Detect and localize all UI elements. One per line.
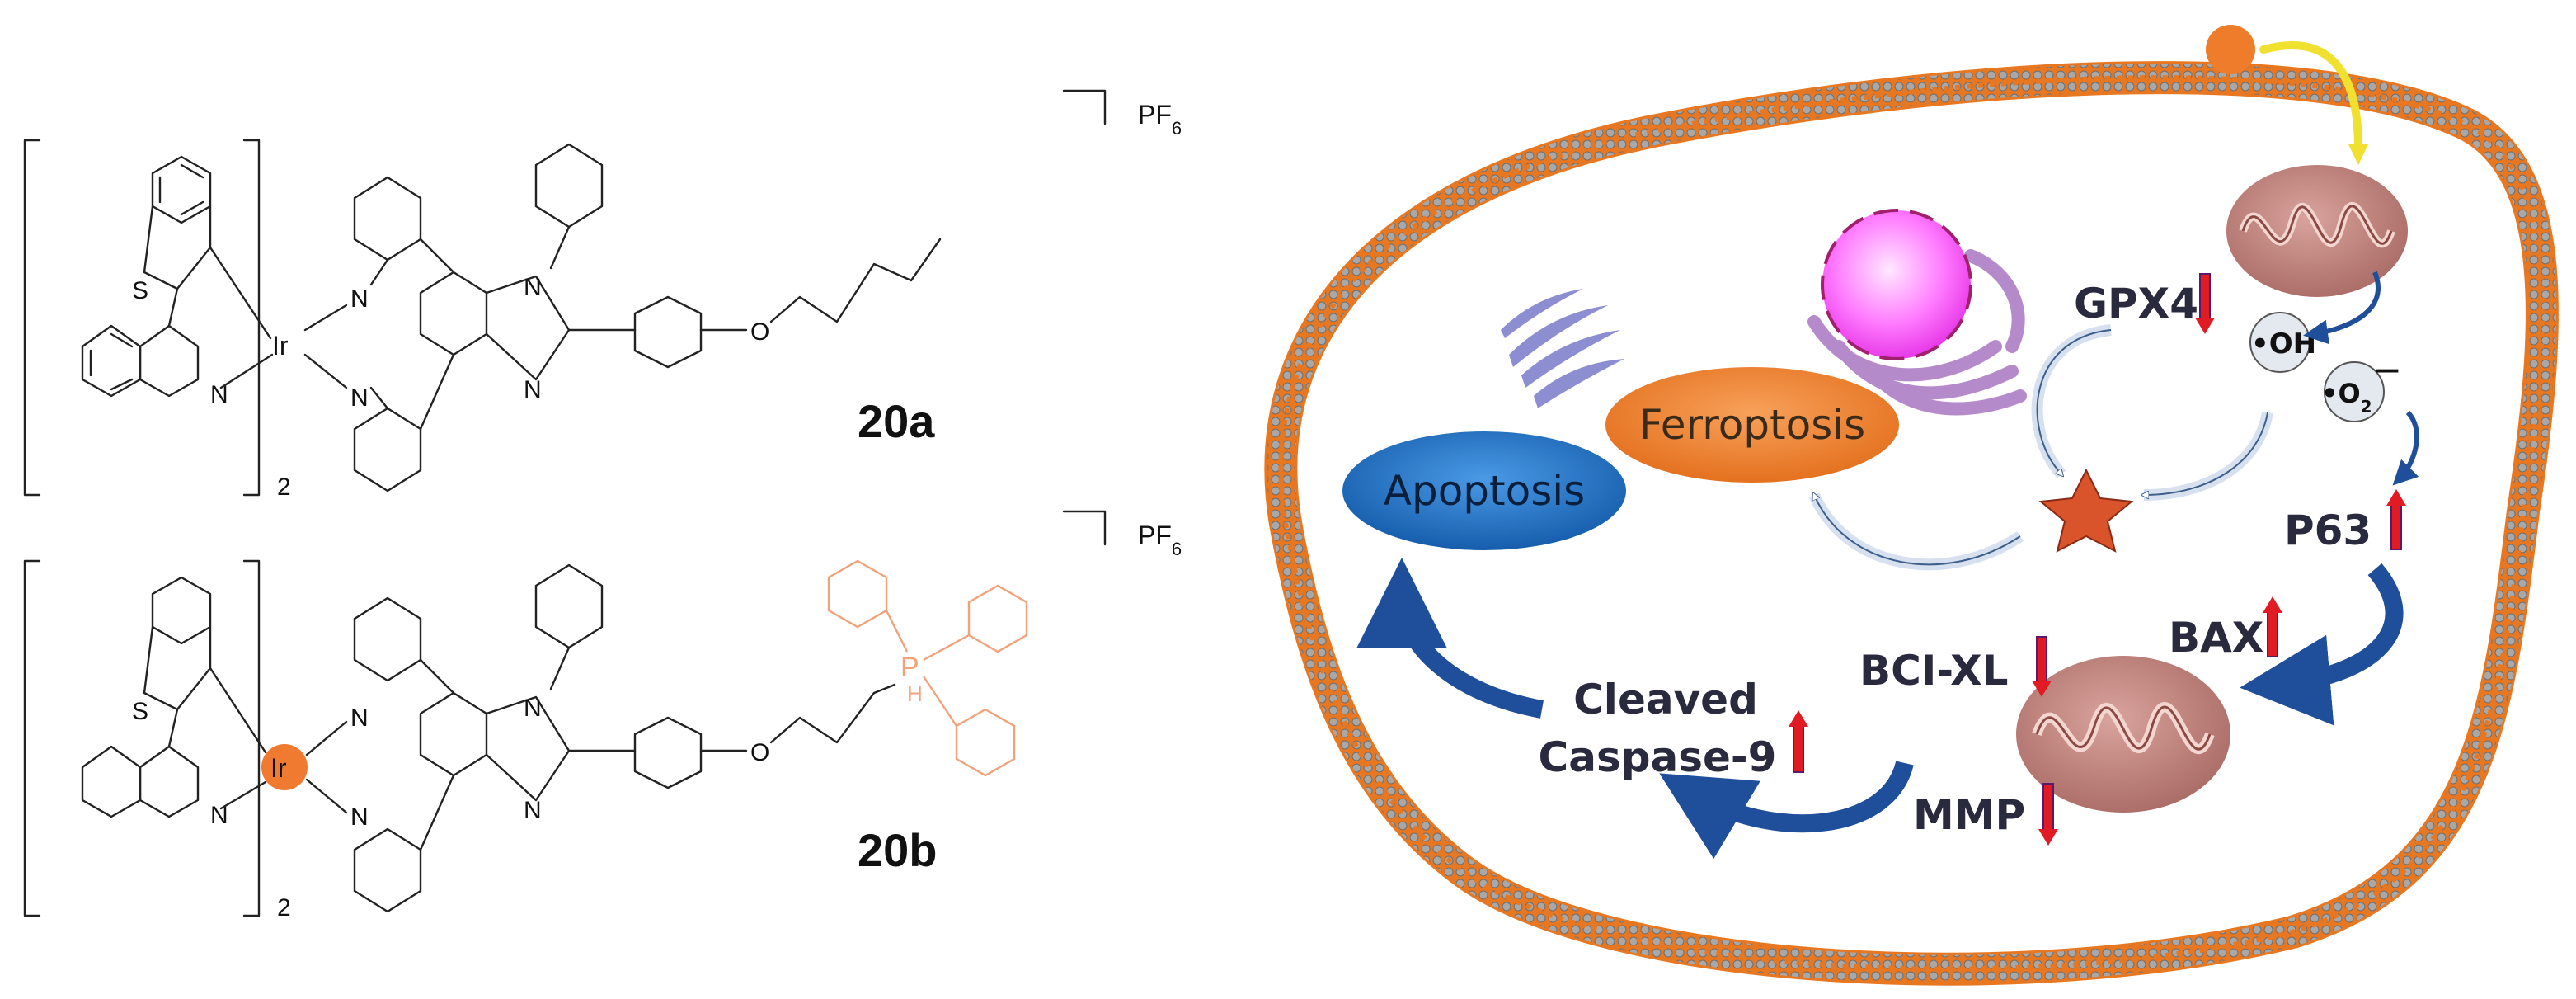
- bax-up-arrow-head: [2263, 596, 2282, 613]
- iridium-highlight: [261, 744, 308, 790]
- counter-ion-bottom: PF6: [1138, 521, 1182, 559]
- atom-o-bottom: O: [750, 739, 769, 766]
- caspase9-up-arrow: [1793, 723, 1804, 773]
- atom-ir-bottom: Ir: [270, 753, 287, 783]
- mito-to-oh-arrow: [2303, 271, 2381, 345]
- bclxl-down-arrow: [2036, 636, 2047, 684]
- atom-s-bottom: S: [132, 698, 148, 725]
- gpx4-down-arrow-head: [2195, 318, 2215, 334]
- superoxide-charge: —: [2375, 356, 2400, 384]
- compound-label-20b: 20b: [858, 824, 938, 876]
- hydroxyl-radical-label: •OH: [2251, 328, 2316, 360]
- atom-o-top: O: [750, 318, 769, 346]
- mito-to-caspase-arrow: [1659, 760, 1914, 860]
- mmp-down-arrow: [2042, 783, 2054, 832]
- atom-n-top-imid1: N: [524, 274, 542, 301]
- p63-to-mito-arrow: [2240, 563, 2404, 726]
- bax-up-arrow: [2267, 610, 2278, 657]
- golgi-stack: [1501, 289, 1624, 408]
- lysosome: [1821, 209, 1972, 360]
- atom-n-bottom-imid1: N: [524, 695, 542, 722]
- caspase-to-apoptosis-arrow: [1356, 558, 1544, 719]
- p63-up-arrow-head: [2386, 489, 2406, 506]
- star-to-ferroptosis-arrow: [1808, 492, 2024, 571]
- atom-n-bottom-phen1: N: [350, 704, 369, 732]
- chemical-structures: 2 S N Ir N N N N: [23, 89, 1182, 921]
- bclxl-label: BCI-XL: [1859, 647, 2009, 695]
- atom-n-bottom-imid2: N: [524, 797, 542, 824]
- atom-s-top: S: [132, 277, 148, 304]
- counter-ion-top: PF6: [1138, 100, 1182, 139]
- lipid-peroxide-star: [2038, 468, 2134, 553]
- apoptosis-label: Apoptosis: [1384, 467, 1585, 515]
- atom-n-top-imid2: N: [524, 376, 542, 403]
- caspase9-label: Caspase-9: [1539, 733, 1777, 781]
- gpx4-label: GPX4: [2074, 280, 2198, 328]
- bracket-subscript-bottom: 2: [277, 894, 291, 921]
- mmp-down-arrow-head: [2038, 829, 2058, 846]
- compound-20a-structure: 2 S N Ir N N N N: [23, 89, 1182, 501]
- mitochondrion-top: [2226, 165, 2408, 297]
- bclxl-down-arrow-head: [2032, 681, 2052, 697]
- p63-up-arrow: [2390, 502, 2402, 550]
- ferroptosis-ellipse: [1605, 367, 1899, 483]
- caspase9-up-arrow-head: [1789, 710, 1808, 727]
- ferroptosis-label: Ferroptosis: [1639, 401, 1865, 449]
- entry-arrow-head: [2348, 144, 2368, 165]
- atom-p: P: [900, 652, 919, 683]
- superoxide-circle: [2324, 361, 2385, 422]
- atom-n-top-isoq: N: [210, 381, 228, 408]
- er-network: [1807, 249, 2027, 416]
- compound-20b-structure: 2 S N Ir N N N N O: [23, 510, 1182, 921]
- compound-label-20a: 20a: [858, 395, 935, 447]
- atom-n-bottom-phen2: N: [350, 803, 369, 831]
- drug-particle: [2206, 25, 2255, 74]
- bax-label: BAX: [2169, 614, 2263, 662]
- atom-n-bottom-isoq: N: [210, 802, 228, 829]
- atom-ir-top: Ir: [272, 331, 289, 360]
- cleaved-label: Cleaved: [1573, 676, 1758, 723]
- bracket-subscript-top: 2: [277, 474, 291, 501]
- membrane-stripe: [1278, 75, 2545, 972]
- apoptosis-ellipse: [1342, 431, 1626, 550]
- gpx4-to-star-arrow: [2031, 324, 2112, 478]
- gpx4-down-arrow: [2199, 273, 2211, 321]
- cell-diagram: •OH •O2 — GPX4 Ferroptosis Apoptosis: [1264, 25, 2559, 986]
- superoxide-label: •O2: [2321, 378, 2372, 417]
- mitochondrion-bottom: [2016, 656, 2230, 813]
- ros-to-p63-arrow: [2392, 410, 2419, 486]
- atom-n-top-phen2: N: [350, 384, 369, 412]
- p63-label: P63: [2284, 507, 2372, 554]
- atom-h: H: [907, 681, 923, 706]
- entry-arrow: [2259, 41, 2362, 153]
- mmp-label: MMP: [1913, 791, 2025, 839]
- atom-n-top-phen1: N: [350, 285, 369, 313]
